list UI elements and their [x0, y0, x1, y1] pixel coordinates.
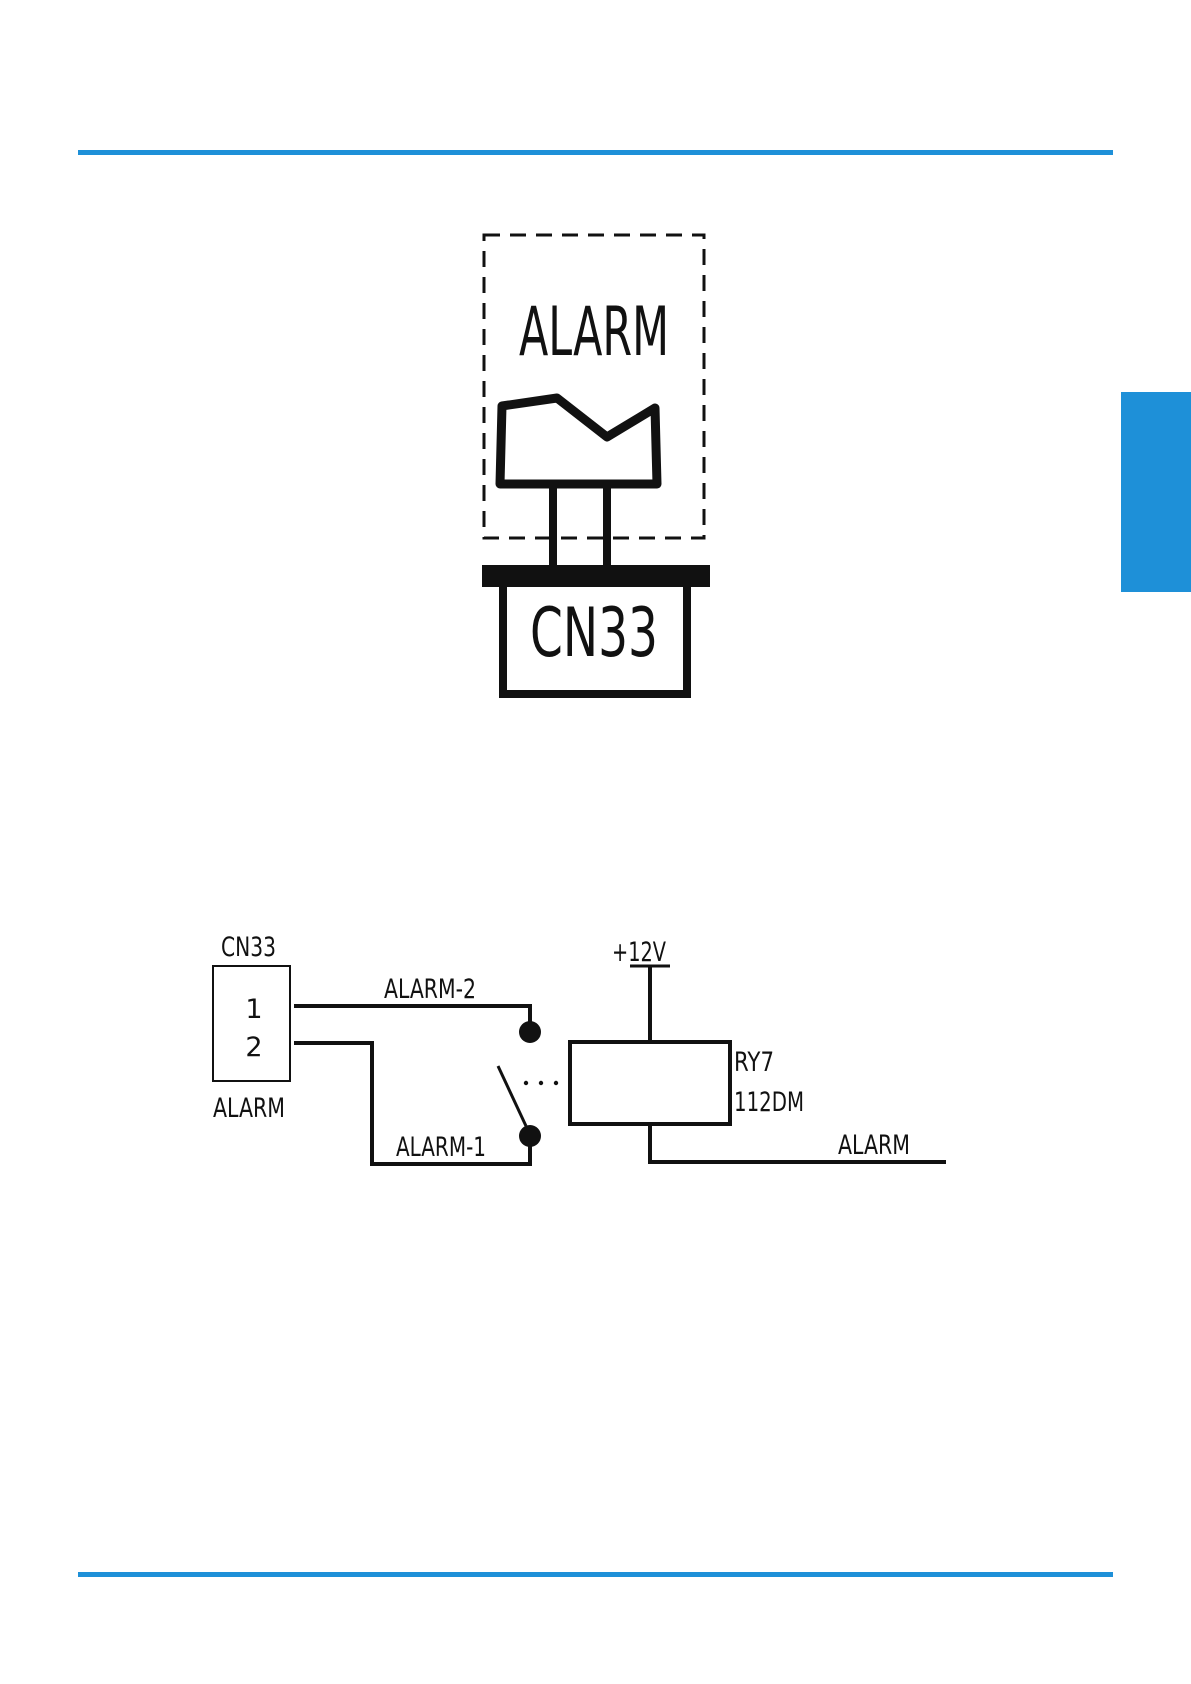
schematic: CN33 1 2 ALARM ALARM-2 ALARM-1 +12V RY7 …: [213, 932, 946, 1164]
relay-switch-arm: [498, 1066, 526, 1126]
wire-alarm-2: [294, 1006, 530, 1032]
schematic-connector-label: CN33: [221, 932, 276, 963]
relay-label: RY7: [734, 1047, 774, 1078]
pin-2-label: 2: [245, 1032, 262, 1063]
relay-part-label: 112DM: [734, 1087, 804, 1118]
alarm-device-label: ALARM: [519, 293, 669, 372]
supply-label: +12V: [612, 937, 666, 968]
alarm-device-outline: [484, 235, 704, 538]
connector-drawing: ALARM CN33: [482, 235, 710, 694]
connector-header-bar: [482, 565, 710, 587]
contact-bottom: [519, 1125, 541, 1147]
alarm-bell-icon: [500, 398, 657, 484]
output-label: ALARM: [838, 1130, 910, 1161]
contact-top: [519, 1021, 541, 1043]
wire-alarm-2-label: ALARM-2: [384, 974, 476, 1005]
connector-label: CN33: [530, 594, 658, 673]
mechanical-link: [524, 1081, 558, 1085]
pin-1-label: 1: [245, 994, 262, 1025]
relay-coil: [570, 1042, 730, 1124]
connector-caption: ALARM: [213, 1093, 285, 1124]
wire-alarm-1-label: ALARM-1: [396, 1132, 486, 1163]
